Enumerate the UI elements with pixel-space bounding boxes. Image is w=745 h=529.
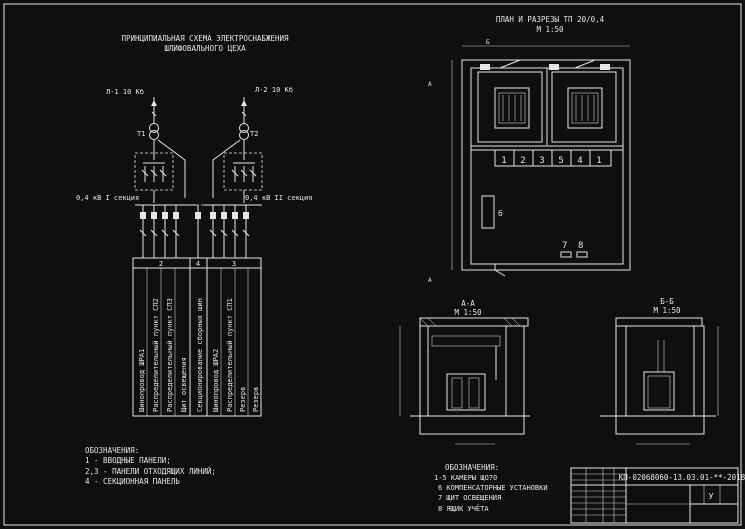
legend-right-item-4: 8 ЯЩИК УЧЁТА [438,504,489,513]
plan-cell-4: 4 [577,156,582,166]
line-1-label: Л-1 10 Кб [106,88,144,96]
incoming-line-1 [151,97,157,124]
input-panel-2 [223,152,263,191]
legend-right-heading: ОБОЗНАЧЕНИЯ: [445,463,499,472]
feeder-breaker-section [195,205,201,258]
link-t2-bus [212,139,241,198]
section-bb-drawing [600,317,719,445]
feeder-left-3: Распределительный пункт СП3 [166,298,174,412]
input-panel-1 [134,152,174,191]
feeder-breakers-left [139,205,180,258]
legend-right-item-2: 6 КОМПЕНСАТОРНЫЕ УСТАНОВКИ [438,484,548,492]
plan-cell-1: 1 [501,156,506,166]
legend-right-item-3: 7 ЩИТ ОСВЕЩЕНИЯ [438,494,501,502]
section-bb-scale: М 1:50 [653,306,681,315]
section-aa-title: А-А [461,299,475,308]
cut-a-marker-bottom: А [428,277,432,284]
scheme-title-1: ПРИНЦИПИАЛЬНАЯ СХЕМА ЭЛЕКТРОСНАБЖЕНИЯ [121,34,289,43]
plan-title: ПЛАН И РАЗРЕЗЫ ТП 20/0,4 [496,15,605,24]
legend-left-item-3: 4 - СЕКЦИОННАЯ ПАНЕЛЬ [85,477,180,486]
input-breaker-1 [141,140,167,182]
sheet-frame [3,3,742,526]
feeder-right-4: Резерв [252,387,260,412]
incoming-line-2 [241,97,247,124]
plan-building [451,45,631,277]
legend-right-item-1: 1-5 КАМЕРЫ ЩО70 [434,474,497,482]
cut-a-marker-left: А [428,81,432,88]
legend-left-item-1: 1 - ВВОДНЫЕ ПАНЕЛИ; [85,456,171,465]
feeder-left-1: Шинопровод ШРА1 [138,349,146,412]
stamp-code: КП-02068060-13.03.01-**-2018 [619,473,745,482]
panel-2-label: 2 [159,260,163,268]
plan-cell-5: 5 [558,156,563,166]
link-t1-bus [157,139,186,198]
cut-b-marker-top: Б [486,39,490,46]
plan-cell-3: 3 [539,156,544,166]
plan-scale: М 1:50 [536,25,564,34]
plan-label-7: 7 [562,241,567,251]
transformer-t2 [239,123,249,140]
panel-3-label: 3 [232,260,236,268]
section-aa-drawing [399,317,530,445]
plan-cell-1b: 1 [596,156,601,166]
feeder-right-1: Шинопровод ШРА2 [212,349,220,412]
stamp-stage: У [709,492,714,501]
plan-label-6: 6 [498,209,503,218]
input-breaker-2 [231,140,257,182]
panel-4-label: 4 [196,260,200,268]
feeder-left-2: Распределительный пункт СП2 [152,298,160,412]
feeder-mid: Секционирование сборных шин [196,298,204,412]
plan-label-8: 8 [578,241,583,251]
feeder-left-4: Щит освещения [180,357,188,412]
section-bb-title: Б-Б [660,297,674,306]
title-block [570,467,739,524]
section-1-label: 0,4 кВ I секция [76,194,139,202]
legend-left-item-2: 2,3 - ПАНЕЛИ ОТХОДЯЩИХ ЛИНИЙ; [85,467,216,476]
section-aa-scale: М 1:50 [454,308,482,317]
transformer-t1 [149,123,159,140]
section-2-label: 0,4 кВ II секция [245,194,312,202]
line-2-label: Л-2 10 Кб [255,86,293,94]
plan-cell-2: 2 [520,156,525,166]
feeder-right-2: Распределительный пункт СП1 [226,298,234,412]
feeder-breakers-right [209,205,250,258]
feeder-right-3: Резерв [239,387,247,412]
feeder-table [132,257,262,417]
legend-left-heading: ОБОЗНАЧЕНИЯ: [85,446,139,455]
scheme-title-2: ШЛИФОВАЛЬНОГО ЦЕХА [164,44,246,53]
t1-label: Т1 [137,130,145,138]
t2-label: Т2 [250,130,258,138]
